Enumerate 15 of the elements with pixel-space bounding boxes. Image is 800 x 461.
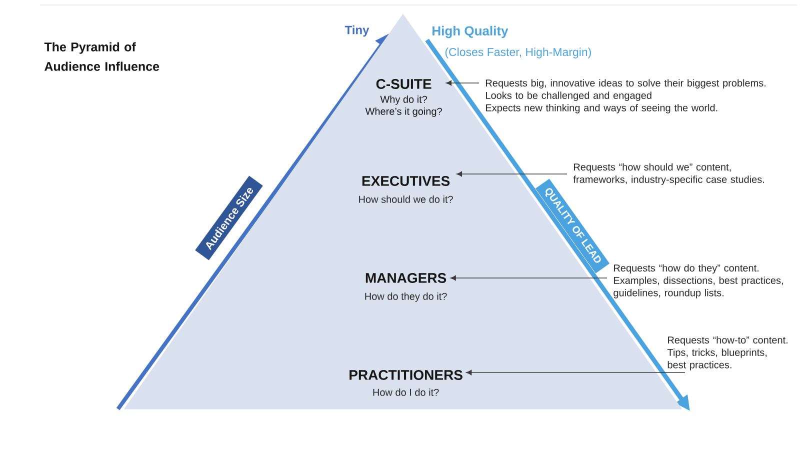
tier-label: PRACTITIONERS How do I do it? bbox=[350, 370, 462, 396]
leader-arrow bbox=[450, 275, 608, 281]
description-text: Requests big, innovative ideas to solve their biggest problems. Looks to be challenged and engaged Expects new thinking and ways of seeing the world. bbox=[486, 79, 766, 114]
tier-label: MANAGERS How do they do it? bbox=[365, 273, 447, 302]
description-text: Requests “how-to” content. Tips, tricks, blueprints, best practices. bbox=[667, 336, 788, 370]
tier-label: EXECUTIVES How should we do it? bbox=[359, 176, 453, 203]
leader-arrow bbox=[446, 80, 480, 86]
scale-label: High Quality bbox=[432, 26, 508, 38]
diagram-title: The Pyramid of Audience Influence bbox=[44, 42, 160, 71]
description-text: Requests “how do they” content. Examples, dissections, best practices, guidelines, roundup lists. bbox=[614, 264, 783, 298]
tier-label: C-SUITE Why do it? Where’s it going? bbox=[365, 79, 442, 117]
leader-arrow bbox=[466, 370, 686, 376]
leader-arrow bbox=[456, 171, 568, 177]
scale-label: Tiny bbox=[344, 25, 370, 37]
note-text: (Closes Faster, High-Margin) bbox=[445, 48, 591, 58]
